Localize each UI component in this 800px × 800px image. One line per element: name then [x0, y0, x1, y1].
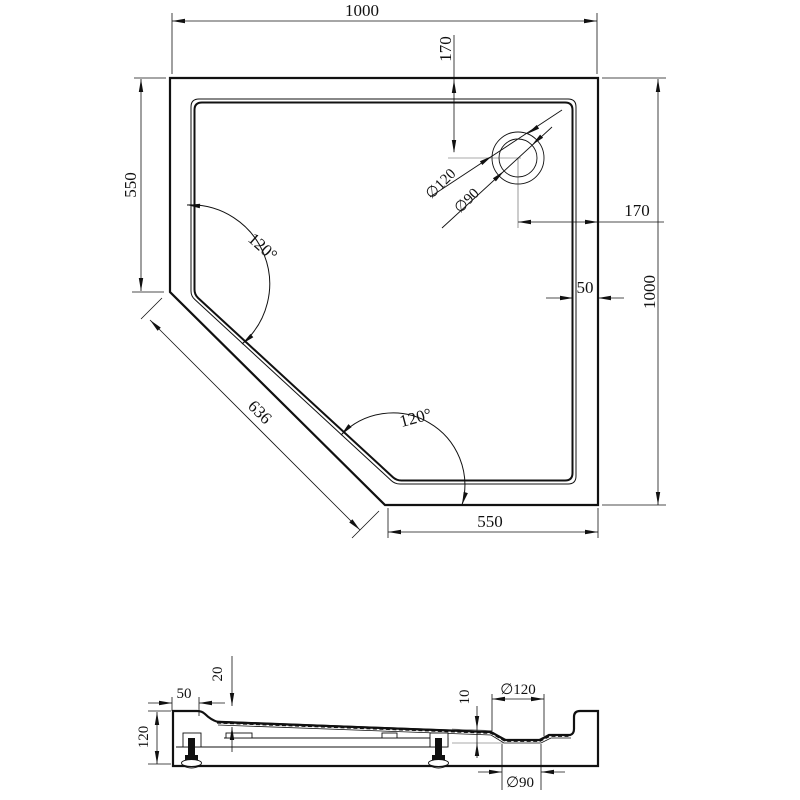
arrowhead [585, 219, 598, 225]
dim-section-ledge-label: 20 [210, 667, 226, 682]
angle-arc [340, 412, 466, 506]
arrowhead [242, 333, 254, 344]
arrowhead [492, 171, 504, 182]
arrowhead [451, 80, 457, 93]
dim-section-height-label: 120 [136, 726, 152, 749]
dim-left-edge-label: 550 [121, 172, 140, 198]
dim-bottom-edge-label: 550 [477, 512, 503, 531]
dim-recess-top-label: ∅120 [500, 682, 536, 698]
angle-upper-label: 120° [244, 229, 281, 265]
dim-bottom-edge: 550 [387, 508, 599, 538]
dim-section-rim: 50 [148, 686, 225, 716]
arrowhead [560, 295, 573, 301]
dim-left-edge: 550 [121, 77, 166, 293]
dim-chamfer-label: 636 [244, 396, 275, 427]
dim-section-height: 120 [136, 710, 171, 765]
section-outline [171, 709, 600, 768]
arrowhead [655, 492, 661, 505]
dim-recess-bottom: ∅90 [478, 744, 565, 791]
inner-rim-outer-line [190, 98, 577, 485]
arrowhead [388, 529, 401, 535]
arrowhead [150, 320, 161, 331]
section-view: 50 20 120 10 [136, 656, 600, 791]
dim-recess-depth: 10 [451, 690, 505, 758]
arrowhead [159, 700, 172, 706]
arrowhead [585, 529, 598, 535]
foot-base [432, 755, 445, 762]
support-block [381, 732, 398, 739]
arrowhead [341, 424, 352, 435]
foot-bolt [435, 738, 442, 759]
dim-overall-width: 1000 [171, 1, 598, 74]
drain: ∅120 ∅90 [423, 109, 563, 229]
arrowhead [655, 79, 661, 92]
dim-recess-bottom-label: ∅90 [506, 775, 534, 791]
dim-recess-depth-label: 10 [457, 690, 473, 705]
angle-lower-label: 120° [398, 404, 434, 431]
foot-base [185, 755, 198, 762]
arrowhead [474, 743, 480, 756]
foot-pad-bottom [428, 764, 449, 769]
dim-drain-right-offset: 170 [518, 201, 664, 225]
angle-arc [186, 204, 271, 345]
drain-leader-120 [429, 109, 563, 198]
arrowhead [229, 693, 235, 706]
support-block [225, 732, 253, 739]
dim-drain-top-offset: 170 [436, 35, 457, 153]
arrowhead [187, 203, 201, 209]
arrowhead [349, 519, 360, 530]
angle-lower: 120° [340, 404, 468, 506]
dim-overall-height: 1000 [602, 77, 666, 506]
dim-section-rim-label: 50 [177, 686, 192, 702]
arrowhead [154, 712, 160, 725]
arrowhead [518, 219, 531, 225]
drain-inner-dia-label: ∅90 [452, 186, 483, 217]
arrowhead [138, 79, 144, 92]
arrowhead [527, 125, 540, 134]
support-frame [176, 732, 449, 748]
arrowhead [531, 696, 544, 702]
foot-pad [428, 759, 449, 767]
arrowhead [584, 18, 597, 24]
outer-pentagon [168, 76, 600, 507]
dim-rim-width: 50 [546, 278, 624, 301]
arrowhead [451, 140, 457, 153]
arrowhead [462, 491, 468, 505]
dim-drain-top-offset-label: 170 [436, 36, 455, 62]
dim-recess-top: ∅120 [491, 682, 545, 736]
inner-rim-inner-line [193, 101, 574, 482]
floor-hatch [216, 722, 571, 742]
arrowhead [172, 18, 185, 24]
dim-drain-right-offset-label: 170 [624, 201, 650, 220]
arrowhead [138, 278, 144, 291]
arrowhead [474, 716, 480, 729]
foot-pad-bottom [181, 764, 202, 769]
arrowhead [199, 700, 212, 706]
arrowhead [229, 727, 235, 740]
drain-outer-dia-label: ∅120 [423, 166, 459, 202]
dim-overall-width-label: 1000 [345, 1, 379, 20]
floor-band [215, 720, 571, 744]
adjustable-foot-left [181, 732, 202, 769]
foot-bolt [188, 738, 195, 759]
top-view: ∅120 ∅90 1000 170 550 [121, 1, 666, 539]
arrowhead [492, 696, 505, 702]
arrowhead [479, 156, 492, 165]
arrowhead [598, 295, 611, 301]
dim-overall-height-label: 1000 [640, 275, 659, 309]
arrowhead [541, 769, 554, 775]
foot-pad [181, 759, 202, 767]
dim-section-ledge: 20 [210, 656, 235, 752]
adjustable-foot-right [428, 732, 449, 769]
arrowhead [489, 769, 502, 775]
tray-outline [168, 76, 600, 507]
dim-chamfer: 636 [140, 297, 380, 539]
dim-rim-width-label: 50 [577, 278, 594, 297]
arrowhead [154, 751, 160, 764]
arrowhead [532, 134, 544, 145]
